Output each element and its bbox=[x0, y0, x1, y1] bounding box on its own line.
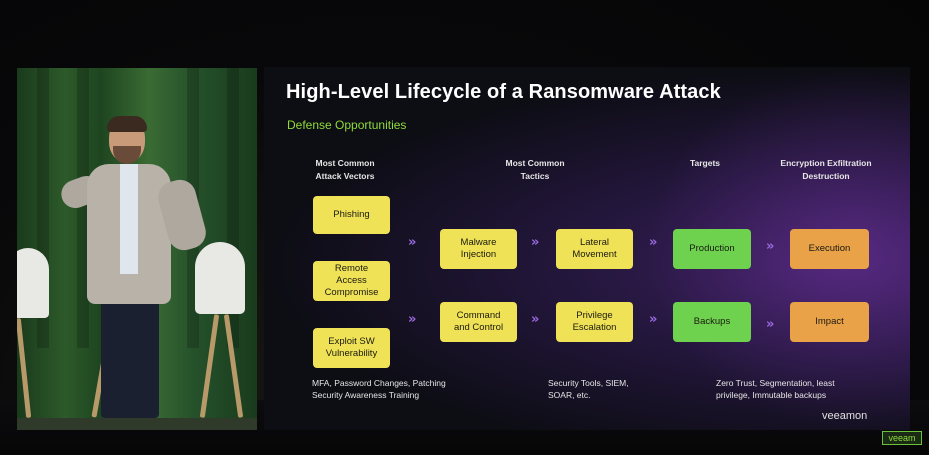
column-header-tactics: Most Common Tactics bbox=[505, 158, 565, 181]
arrow-chevron-icon: » bbox=[531, 235, 540, 250]
broadcast-veeam-badge: veeam bbox=[882, 431, 922, 445]
arrow-chevron-icon: » bbox=[766, 239, 775, 254]
chair-right bbox=[195, 242, 245, 314]
note-tactics-defenses: Security Tools, SIEM, SOAR, etc. bbox=[548, 378, 629, 400]
box-remote-access-compromise: Remote Access Compromise bbox=[313, 261, 390, 301]
arrow-chevron-icon: » bbox=[408, 312, 417, 327]
box-exploit-sw-vulnerability: Exploit SW Vulnerability bbox=[313, 328, 390, 368]
presenter-hair bbox=[107, 116, 147, 132]
note-vectors-defenses: MFA, Password Changes, Patching Security… bbox=[312, 378, 446, 400]
presenter-pants bbox=[101, 300, 159, 418]
slide-title: High-Level Lifecycle of a Ransomware Att… bbox=[286, 81, 721, 103]
box-backups: Backups bbox=[673, 302, 751, 342]
column-header-vectors: Most Common Attack Vectors bbox=[315, 158, 375, 181]
box-malware-injection: Malware Injection bbox=[440, 229, 517, 269]
column-header-targets: Targets bbox=[689, 158, 721, 168]
slide-subtitle: Defense Opportunities bbox=[287, 118, 407, 132]
presenter-beard bbox=[113, 146, 141, 164]
arrow-chevron-icon: » bbox=[531, 312, 540, 327]
presentation-slide: High-Level Lifecycle of a Ransomware Att… bbox=[264, 67, 910, 430]
curtain-fold bbox=[77, 68, 89, 348]
note-targets-defenses: Zero Trust, Segmentation, least privileg… bbox=[716, 378, 835, 400]
box-phishing: Phishing bbox=[313, 196, 390, 234]
box-production: Production bbox=[673, 229, 751, 269]
chair-leg bbox=[17, 318, 32, 418]
chair-left bbox=[17, 248, 49, 318]
presenter-camera-feed bbox=[17, 68, 257, 430]
box-lateral-movement: Lateral Movement bbox=[556, 229, 633, 269]
box-execution: Execution bbox=[790, 229, 869, 269]
box-command-and-control: Command and Control bbox=[440, 302, 517, 342]
box-impact: Impact bbox=[790, 302, 869, 342]
arrow-chevron-icon: » bbox=[649, 235, 658, 250]
veeamon-logo: veeamon bbox=[822, 410, 868, 422]
box-privilege-escalation: Privilege Escalation bbox=[556, 302, 633, 342]
arrow-chevron-icon: » bbox=[408, 235, 417, 250]
arrow-chevron-icon: » bbox=[649, 312, 658, 327]
presenter-shirt bbox=[120, 164, 138, 274]
stage-floor-strip bbox=[17, 418, 257, 430]
column-header-outcomes: Encryption Exfiltration Destruction bbox=[780, 158, 872, 181]
chair-leg bbox=[199, 314, 220, 418]
arrow-chevron-icon: » bbox=[766, 317, 775, 332]
